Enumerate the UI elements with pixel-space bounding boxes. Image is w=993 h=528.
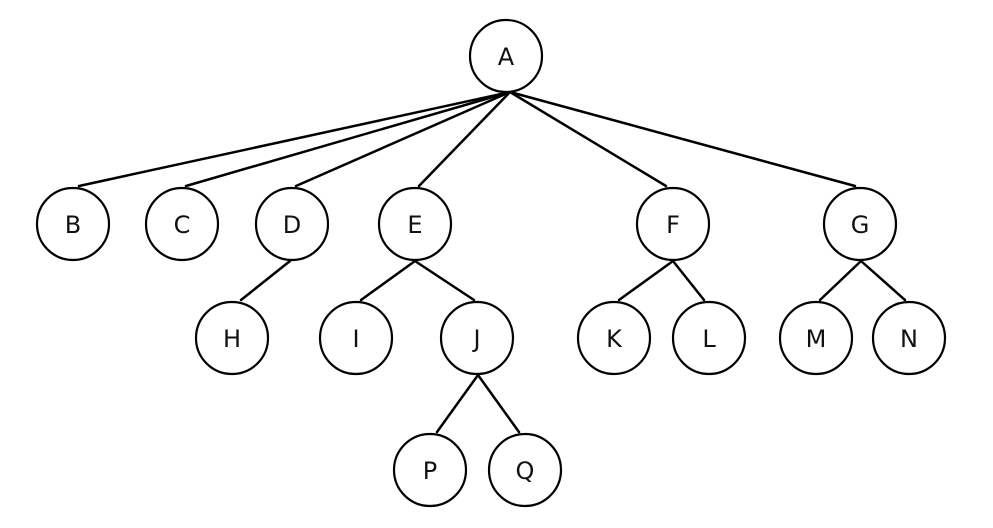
node-circle-h <box>194 300 270 376</box>
tree-node-q: Q <box>487 432 563 508</box>
node-circle-a <box>468 18 544 94</box>
tree-node-c: C <box>144 186 220 262</box>
tree-node-f: F <box>635 186 711 262</box>
node-label-e: E <box>407 211 422 239</box>
edge-g-n <box>859 259 907 302</box>
tree-node-d: D <box>254 186 330 262</box>
node-label-k: K <box>606 325 623 353</box>
tree-node-b: B <box>35 186 111 262</box>
node-circle-k <box>576 300 652 376</box>
node-label-n: N <box>900 325 918 353</box>
edge-a-e <box>417 90 512 188</box>
tree-node-g: G <box>822 186 898 262</box>
edge-g-m <box>818 259 863 302</box>
edge-a-f <box>508 90 668 188</box>
node-label-b: B <box>65 211 81 239</box>
node-circle-b <box>35 186 111 262</box>
node-circle-c <box>144 186 220 262</box>
node-label-p: P <box>423 457 437 485</box>
node-label-i: I <box>352 325 359 353</box>
tree-node-j: J <box>439 300 515 376</box>
tree-edges <box>77 90 907 434</box>
edge-a-b <box>77 90 512 188</box>
node-circle-f <box>635 186 711 262</box>
node-circle-p <box>392 432 468 508</box>
node-label-j: J <box>471 325 480 353</box>
edge-f-k <box>617 259 675 302</box>
tree-node-h: H <box>194 300 270 376</box>
tree-node-p: P <box>392 432 468 508</box>
tree-node-m: M <box>778 300 854 376</box>
edge-j-q <box>476 373 521 434</box>
node-circle-l <box>671 300 747 376</box>
edge-a-c <box>184 90 512 188</box>
node-circle-g <box>822 186 898 262</box>
tree-node-i: I <box>318 300 394 376</box>
node-label-d: D <box>283 211 301 239</box>
node-label-g: G <box>851 211 870 239</box>
node-label-q: Q <box>516 457 535 485</box>
node-circle-d <box>254 186 330 262</box>
edge-a-d <box>294 90 512 188</box>
tree-node-a: A <box>468 18 544 94</box>
edge-d-h <box>239 259 292 302</box>
node-label-m: M <box>806 325 827 353</box>
node-label-f: F <box>666 211 680 239</box>
edge-f-l <box>671 259 706 302</box>
tree-node-l: L <box>671 300 747 376</box>
node-circle-n <box>871 300 947 376</box>
edge-e-j <box>413 259 476 302</box>
node-circle-m <box>778 300 854 376</box>
node-label-h: H <box>223 325 241 353</box>
edge-e-i <box>359 259 417 302</box>
node-circle-e <box>377 186 453 262</box>
node-label-c: C <box>174 211 191 239</box>
node-label-l: L <box>702 325 716 353</box>
node-circle-i <box>318 300 394 376</box>
node-label-a: A <box>498 43 515 71</box>
edge-j-p <box>435 373 480 434</box>
tree-node-k: K <box>576 300 652 376</box>
edge-a-g <box>508 90 857 188</box>
node-circle-j <box>439 300 515 376</box>
tree-nodes: A B C D E F G H I J K L M N P Q <box>35 18 947 508</box>
node-circle-q <box>487 432 563 508</box>
tree-node-e: E <box>377 186 453 262</box>
tree-node-n: N <box>871 300 947 376</box>
